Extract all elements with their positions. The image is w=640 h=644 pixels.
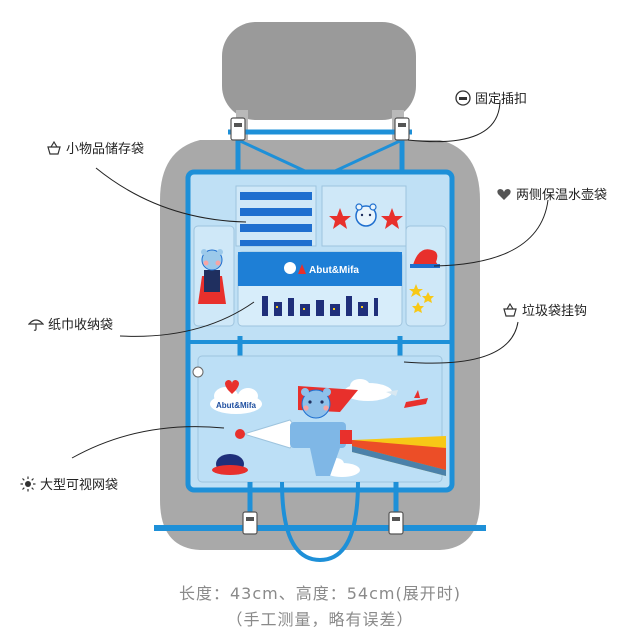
- striped-patch: [240, 192, 312, 246]
- label-fixing-buckle: 固定插扣: [455, 88, 527, 107]
- light-beam-red: [352, 440, 446, 470]
- stars-and-bear-decoration: [329, 203, 403, 229]
- label-small-items-pocket-text: 小物品储存袋: [66, 142, 145, 157]
- buckle-top-right: [394, 117, 410, 141]
- headrest: [222, 22, 416, 120]
- heart-logo: [225, 380, 239, 394]
- umbrella-icon: [28, 318, 44, 331]
- lower-strap-loop: [280, 481, 360, 563]
- ufo: [212, 454, 248, 475]
- airplane-with-bear: [235, 386, 358, 476]
- main-pocket-logo-text: Abut&Mifa: [309, 265, 359, 276]
- leader-line-buckle: [407, 99, 501, 143]
- brand-logo-mark: [284, 262, 306, 274]
- buckle-bottom-right: [388, 511, 404, 535]
- label-bottle-pockets-text: 两侧保温水壶袋: [516, 188, 608, 203]
- leader-line-small-items: [95, 167, 247, 223]
- buckle-face-icon: [455, 89, 471, 106]
- leader-line-trash: [403, 321, 519, 364]
- label-mesh-pocket-text: 大型可视网袋: [40, 478, 119, 493]
- measurement-note: （手工测量，略有误差）: [226, 610, 414, 629]
- label-mesh-pocket: 大型可视网袋: [20, 474, 118, 493]
- label-trash-hook-text: 垃圾袋挂钩: [522, 304, 588, 319]
- sun-icon: [20, 476, 36, 491]
- basket-icon: [47, 140, 61, 155]
- label-small-items-pocket: 小物品储存袋: [46, 138, 144, 157]
- leader-line-tissue: [119, 301, 255, 337]
- label-bottle-pockets: 两侧保温水壶袋: [496, 184, 607, 203]
- yellow-stars: [409, 284, 434, 313]
- buckle-bottom-left: [242, 511, 258, 535]
- bottle-pocket-right: [405, 225, 447, 327]
- small-plane: [386, 390, 428, 408]
- label-tissue-pocket: 纸巾收纳袋: [28, 314, 113, 333]
- basket-icon: [503, 302, 517, 317]
- leader-line-mesh: [71, 426, 225, 459]
- cloud-right: [344, 379, 392, 401]
- label-fixing-buckle-text: 固定插扣: [475, 92, 528, 107]
- dinosaur-figure: [410, 249, 440, 268]
- buckle-top-left: [230, 117, 246, 141]
- brand-band: [238, 252, 402, 286]
- heart-icon: [497, 188, 511, 200]
- leader-line-bottle: [433, 199, 549, 267]
- pocket-snap: [192, 366, 204, 378]
- skyline-windows: [276, 306, 363, 310]
- bear-cape-figure: [198, 249, 226, 304]
- lower-pocket-logo-text: Abut&Mifa: [216, 401, 257, 410]
- light-beam-blue: [352, 446, 446, 476]
- label-tissue-pocket-text: 纸巾收纳袋: [48, 318, 114, 333]
- dimensions-caption: 长度：43cm、高度：54cm(展开时): [179, 584, 461, 603]
- label-trash-hook: 垃圾袋挂钩: [502, 300, 587, 319]
